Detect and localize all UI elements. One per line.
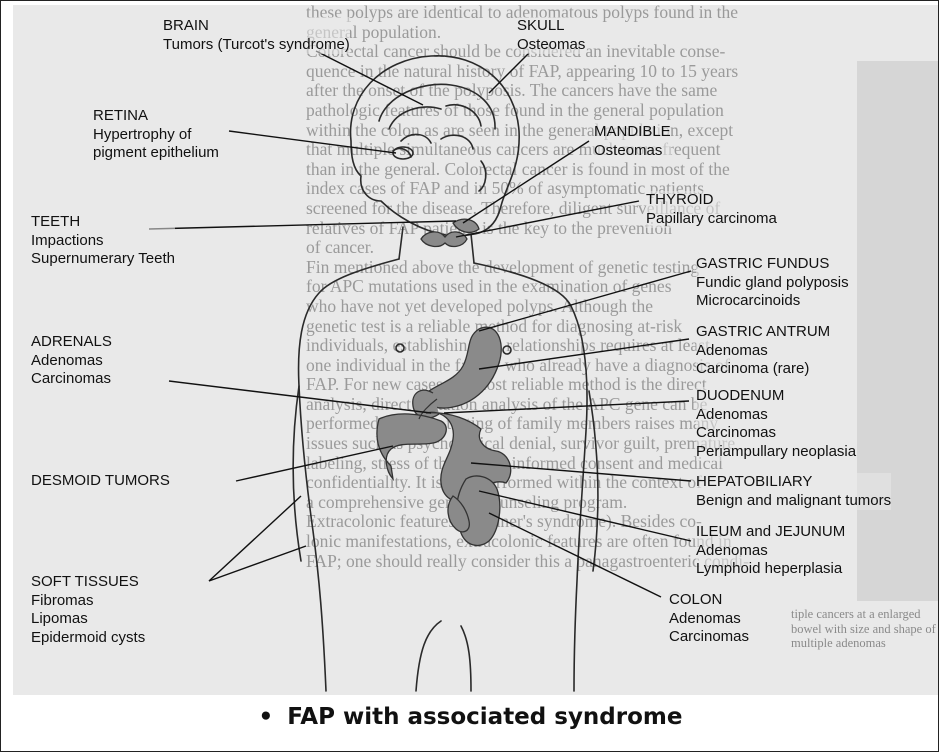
leader-duodenum (444, 401, 689, 413)
label-colon: COLON Adenomas Carcinomas (669, 591, 749, 647)
leader-teeth (149, 221, 456, 229)
label-ileum-jejunum: ILEUM and JEJUNUM Adenomas Lymphoid hepe… (696, 523, 845, 579)
label-thyroid: THYROID Papillary carcinoma (646, 191, 777, 228)
arm-right-outline (589, 391, 598, 571)
brain-sketch (379, 84, 495, 157)
label-adrenals: ADRENALS Adenomas Carcinomas (31, 333, 112, 389)
head-outline (351, 56, 520, 236)
label-teeth: TEETH Impactions Supernumerary Teeth (31, 213, 175, 269)
label-gastric-fundus: GASTRIC FUNDUS Fundic gland polyposis Mi… (696, 255, 849, 311)
label-retina: RETINA Hypertrophy of pigment epithelium (93, 107, 219, 163)
caption-bullet: • (259, 704, 274, 730)
label-skull: SKULL Osteomas (517, 17, 585, 54)
torso-left-outline (299, 259, 399, 691)
leader-gastric-fundus (479, 271, 691, 331)
colon-organ (377, 414, 446, 479)
leader-thyroid (456, 201, 639, 237)
navel (396, 344, 404, 352)
leader-retina (229, 131, 396, 153)
leader-ileum (479, 491, 691, 541)
label-hepatobiliary: HEPATOBILIARY Benign and malignant tumor… (696, 473, 891, 510)
caption-text: FAP with associated syndrome (287, 704, 682, 730)
label-brain: BRAIN Tumors (Turcot's syndrome) (163, 17, 350, 54)
label-desmoid-tumors: DESMOID TUMORS (31, 472, 170, 491)
leader-brain (316, 51, 423, 105)
slide-caption: • FAP with associated syndrome (1, 704, 939, 730)
leader-skull (489, 53, 529, 93)
leader-desmoid (236, 446, 393, 481)
leg-outline (416, 621, 471, 691)
label-mandible: MANDIBLE Osteomas (594, 123, 671, 160)
leader-mandible (463, 141, 589, 223)
label-duodenum: DUODENUM Adenomas Carcinomas Periampulla… (696, 387, 856, 461)
leader-soft-tissues-2 (209, 546, 306, 581)
label-soft-tissues: SOFT TISSUES Fibromas Lipomas Epidermoid… (31, 573, 145, 647)
leader-colon (489, 513, 661, 597)
leader-gastric-antrum (479, 339, 689, 369)
label-gastric-antrum: GASTRIC ANTRUM Adenomas Carcinoma (rare) (696, 323, 830, 379)
leader-soft-tissues (209, 496, 301, 581)
